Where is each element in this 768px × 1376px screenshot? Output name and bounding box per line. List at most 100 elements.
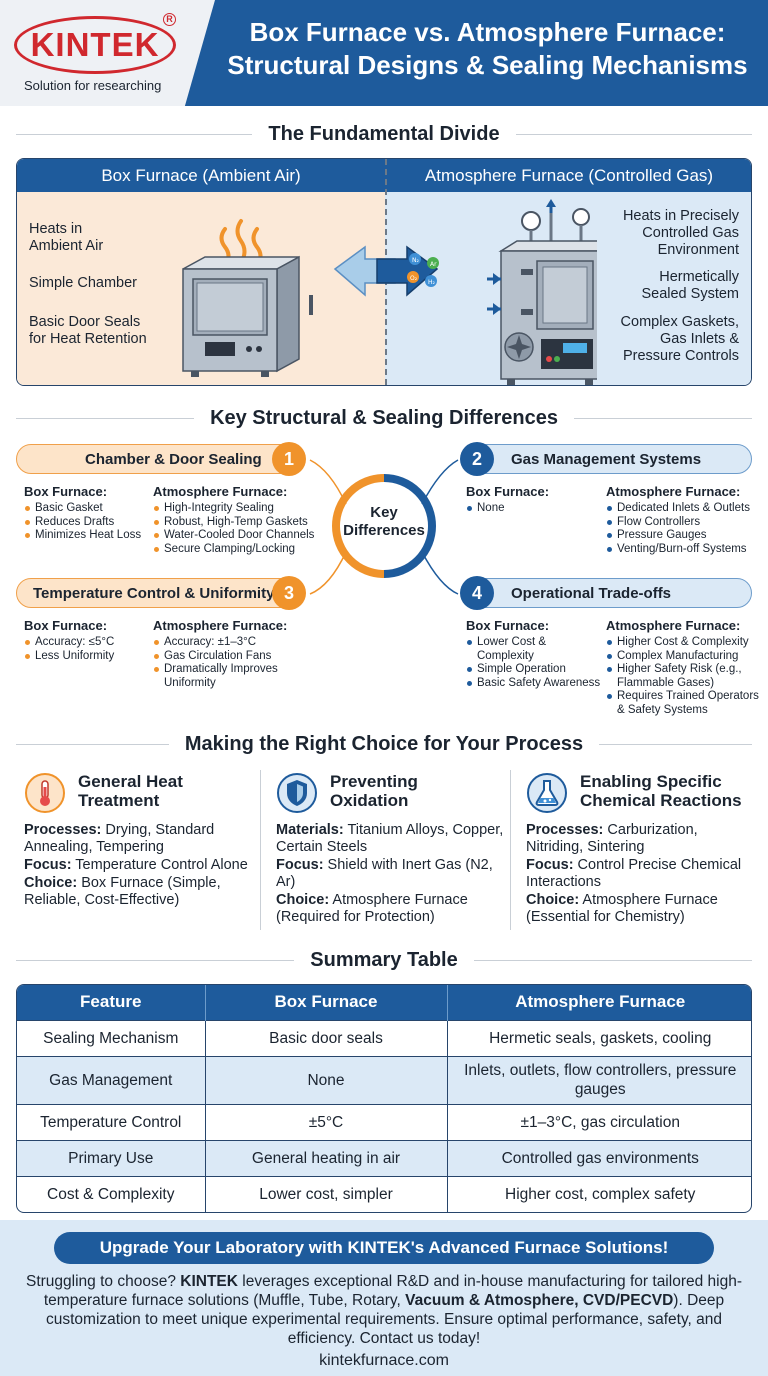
table-row: Gas Management None Inlets, outlets, flo… <box>17 1055 751 1104</box>
kintek-logo[interactable]: KINTEK <box>14 16 176 74</box>
diff-3-atm-list: Accuracy: ±1–3°C Gas Circulation Fans Dr… <box>153 636 328 690</box>
section-title-text: The Fundamental Divide <box>268 122 500 145</box>
choice-label: Choice: <box>526 892 580 908</box>
registered-mark: R <box>163 13 176 26</box>
list-item: Simple Operation <box>466 663 604 677</box>
difference-badge-2: 2 <box>460 442 494 476</box>
table-cell: Sealing Mechanism <box>17 1019 206 1056</box>
footer-text-part: leverages exceptional R&D and in-house m… <box>43 1273 742 1309</box>
flask-icon <box>527 773 567 813</box>
table-header-row: Feature Box Furnace Atmosphere Furnace <box>17 985 751 1020</box>
diff-1-box-list: Basic Gasket Reduces Drafts Minimizes He… <box>24 502 149 543</box>
page-header: KINTEK R Solution for researching Box Fu… <box>0 0 768 106</box>
choice-body: Materials: Titanium Alloys, Copper, Cert… <box>276 822 506 927</box>
box-feature-simple-chamber: Simple Chamber <box>29 275 137 291</box>
logo-text: KINTEK <box>30 26 160 63</box>
footer-text-part: Struggling to choose? <box>26 1273 181 1290</box>
thermometer-icon <box>25 773 65 813</box>
table-cell: Inlets, outlets, flow controllers, press… <box>447 1055 751 1104</box>
atm-caption: Atmosphere Furnace: <box>153 618 288 633</box>
list-item: Less Uniformity <box>24 650 149 664</box>
list-item: Water-Cooled Door Channels <box>153 529 328 543</box>
difference-pill-1: Chamber & Door Sealing <box>16 444 302 474</box>
choice-text: Box Furnace (Simple, Reliable, Cost-Effe… <box>24 875 221 908</box>
choice-label: Focus: <box>24 857 72 873</box>
choice-text: Atmosphere Furnace (Essential for Chemis… <box>526 892 718 925</box>
difference-title-2: Gas Management Systems <box>511 450 702 468</box>
page-title: Box Furnace vs. Atmosphere Furnace: Stru… <box>215 16 760 82</box>
divider-line <box>16 417 195 419</box>
list-item: Flow Controllers <box>606 516 762 530</box>
table-cell: Higher cost, complex safety <box>447 1175 751 1212</box>
diff-4-box-list: Lower Cost & Complexity Simple Operation… <box>466 636 604 690</box>
diff-3-box-list: Accuracy: ≤5°C Less Uniformity <box>24 636 149 663</box>
choice-text: Atmosphere Furnace (Required for Protect… <box>276 892 468 925</box>
key-differences-label: Key Differences <box>343 504 425 539</box>
divider-line <box>473 959 752 961</box>
table-cell: General heating in air <box>205 1139 448 1176</box>
atm-caption: Atmosphere Furnace: <box>606 484 741 499</box>
table-cell: ±1–3°C, gas circulation <box>447 1103 751 1140</box>
choice-text: Drying, Standard Annealing, Tempering <box>24 822 215 855</box>
list-item: Basic Gasket <box>24 502 149 516</box>
difference-badge-3: 3 <box>272 576 306 610</box>
box-furnace-heading: Box Furnace (Ambient Air) <box>101 166 301 185</box>
difference-title-1: Chamber & Door Sealing <box>85 450 262 468</box>
box-feature-door-seals: Basic Door Seals for Heat Retention <box>29 314 147 347</box>
box-feature-ambient-air: Heats in Ambient Air <box>29 221 104 254</box>
choice-label: Processes: <box>526 822 604 838</box>
list-item: Requires Trained Operators & Safety Syst… <box>606 690 762 717</box>
table-cell: Controlled gas environments <box>447 1139 751 1176</box>
choice-label: Processes: <box>24 822 102 838</box>
list-item: Complex Manufacturing <box>606 650 762 664</box>
atm-caption: Atmosphere Furnace: <box>153 484 288 499</box>
page-title-line-2: Structural Designs & Sealing Mechanisms <box>227 50 748 80</box>
column-separator <box>260 770 261 930</box>
atm-caption: Atmosphere Furnace: <box>606 618 741 633</box>
table-header: Feature <box>17 985 206 1020</box>
divide-heading-bar: Box Furnace (Ambient Air) Atmosphere Fur… <box>17 159 751 192</box>
table-cell: Lower cost, simpler <box>205 1175 448 1212</box>
summary-table: Feature Box Furnace Atmosphere Furnace S… <box>16 984 752 1213</box>
divider-line <box>16 133 253 135</box>
difference-pill-3: Temperature Control & Uniformity <box>16 578 302 608</box>
atm-feature-hermetic: Hermetically Sealed System <box>641 269 739 302</box>
table-cell: Gas Management <box>17 1055 206 1104</box>
list-item: Lower Cost & Complexity <box>466 636 604 663</box>
table-cell: Hermetic seals, gaskets, cooling <box>447 1019 751 1056</box>
atm-feature-controlled-gas: Heats in Precisely Controlled Gas Enviro… <box>622 208 739 258</box>
box-caption: Box Furnace: <box>466 618 550 633</box>
section-title-differences: Key Structural & Sealing Differences <box>16 406 753 430</box>
choice-label: Choice: <box>276 892 330 908</box>
diff-2-box-list: None <box>466 502 601 516</box>
choice-text: Temperature Control Alone <box>71 857 248 873</box>
list-item: Higher Safety Risk (e.g., Flammable Gase… <box>606 663 762 690</box>
box-caption: Box Furnace: <box>24 484 108 499</box>
choice-label: Materials: <box>276 822 344 838</box>
table-header: Atmosphere Furnace <box>447 985 751 1020</box>
diff-1-atm-list: High-Integrity Sealing Robust, High-Temp… <box>153 502 328 556</box>
table-row: Temperature Control ±5°C ±1–3°C, gas cir… <box>17 1103 751 1140</box>
choice-title: Enabling Specific Chemical Reactions <box>580 772 742 810</box>
upgrade-cta-button[interactable]: Upgrade Your Laboratory with KINTEK's Ad… <box>54 1232 714 1264</box>
difference-pill-4: Operational Trade-offs <box>466 578 752 608</box>
atmosphere-furnace-icon <box>487 199 597 385</box>
website-link[interactable]: kintekfurnace.com <box>319 1352 449 1369</box>
divider-line <box>16 743 169 745</box>
list-item: Higher Cost & Complexity <box>606 636 762 650</box>
list-item: Dramatically Improves Uniformity <box>153 663 328 690</box>
list-item: Pressure Gauges <box>606 529 762 543</box>
choice-title: Preventing Oxidation <box>330 772 418 810</box>
divider-line <box>16 959 295 961</box>
table-cell: Cost & Complexity <box>17 1175 206 1212</box>
list-item: High-Integrity Sealing <box>153 502 328 516</box>
gas-label-o2: O₂ <box>410 275 418 282</box>
footer-text-part: ). Deep customization to meet unique exp… <box>45 1292 725 1347</box>
choice-label: Focus: <box>276 857 324 873</box>
list-item: Basic Safety Awareness <box>466 677 604 691</box>
table-cell: Primary Use <box>17 1139 206 1176</box>
difference-badge-1: 1 <box>272 442 306 476</box>
choice-label: Choice: <box>24 875 78 891</box>
gas-label-n2: N₂ <box>412 257 419 264</box>
choice-text: Shield with Inert Gas (N2, Ar) <box>276 857 493 890</box>
